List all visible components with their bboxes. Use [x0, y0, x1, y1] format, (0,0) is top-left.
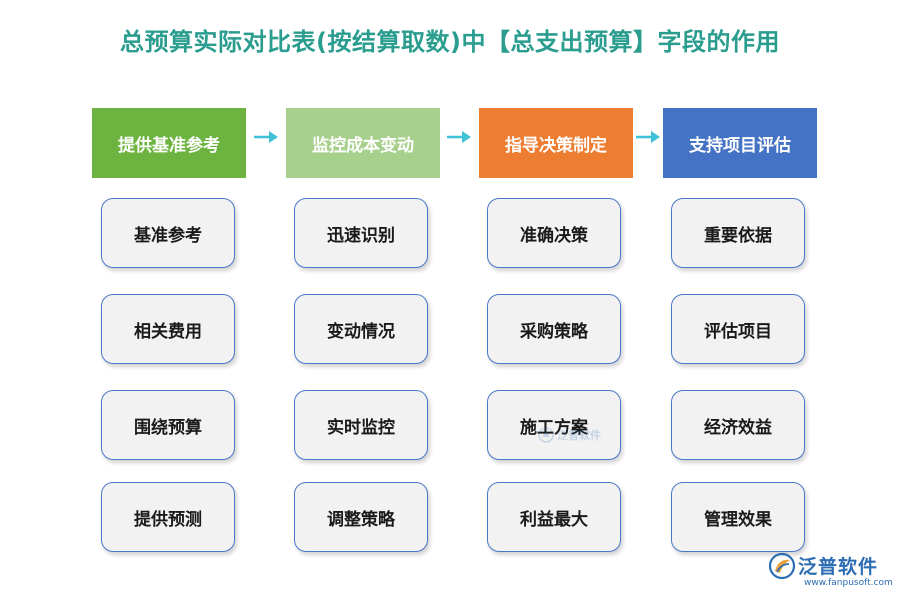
watermark-text: 泛普软件 — [557, 429, 601, 442]
arrow-right-icon — [447, 131, 471, 143]
card-accurate-decision: 准确决策 — [487, 198, 621, 268]
card-related-costs: 相关费用 — [101, 294, 235, 364]
card-construction-plan: 施工方案 — [487, 390, 621, 460]
card-purchase-strategy: 采购策略 — [487, 294, 621, 364]
card-baseline-reference: 基准参考 — [101, 198, 235, 268]
header-support-evaluation: 支持项目评估 — [663, 108, 817, 178]
card-economic-benefit: 经济效益 — [671, 390, 805, 460]
card-important-basis: 重要依据 — [671, 198, 805, 268]
arrow-right-icon — [636, 131, 660, 143]
card-adjust-strategy: 调整策略 — [294, 482, 428, 552]
header-guide-decision: 指导决策制定 — [479, 108, 633, 178]
logo-url: www.fanpusoft.com — [804, 578, 893, 588]
watermark-logo-icon — [538, 427, 554, 443]
card-realtime-monitor: 实时监控 — [294, 390, 428, 460]
card-around-budget: 围绕预算 — [101, 390, 235, 460]
header-provide-baseline: 提供基准参考 — [92, 108, 246, 178]
watermark: 泛普软件 — [538, 420, 608, 450]
card-change-status: 变动情况 — [294, 294, 428, 364]
card-rapid-identify: 迅速识别 — [294, 198, 428, 268]
brand-logo: 泛普软件 www.fanpusoft.com — [768, 550, 893, 594]
card-maximize-benefit: 利益最大 — [487, 482, 621, 552]
card-provide-forecast: 提供预测 — [101, 482, 235, 552]
header-monitor-cost: 监控成本变动 — [286, 108, 440, 178]
arrow-right-icon — [254, 131, 278, 143]
card-management-effect: 管理效果 — [671, 482, 805, 552]
fanpu-logo-icon — [768, 552, 796, 580]
logo-name: 泛普软件 — [798, 556, 879, 578]
page-title: 总预算实际对比表(按结算取数)中【总支出预算】字段的作用 — [120, 28, 780, 56]
card-evaluate-project: 评估项目 — [671, 294, 805, 364]
